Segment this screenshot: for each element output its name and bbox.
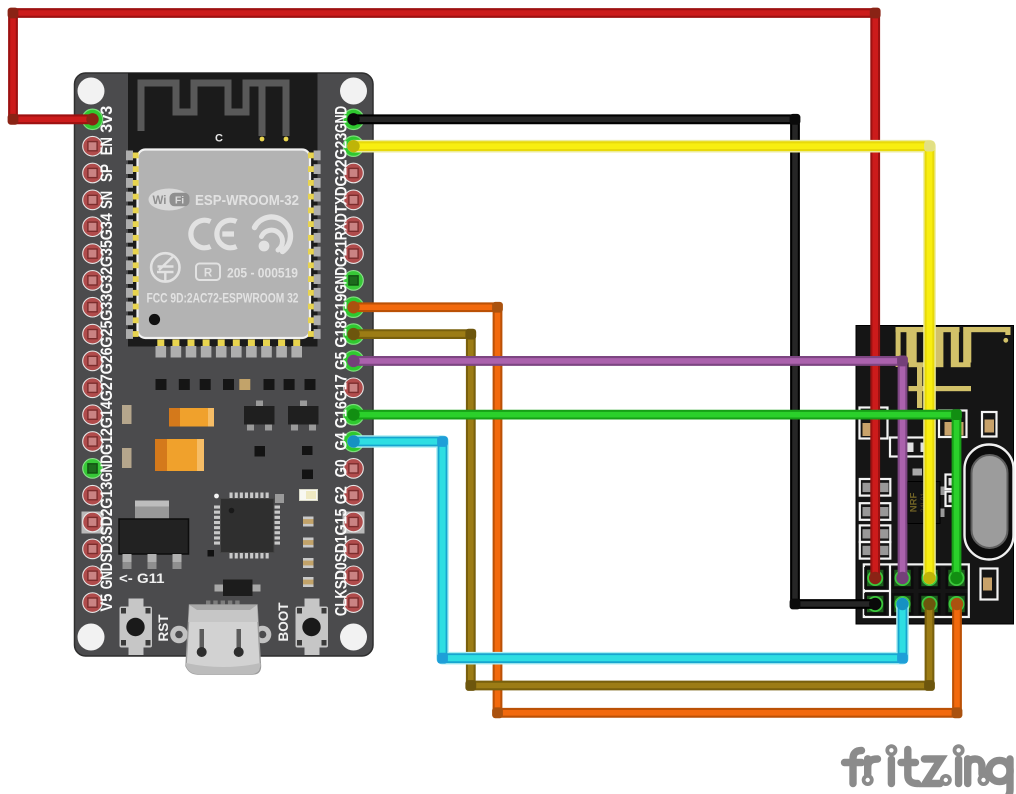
svg-text:SP: SP	[98, 164, 116, 182]
svg-text:G13: G13	[98, 482, 116, 509]
svg-text:G14: G14	[98, 400, 116, 428]
svg-text:V5: V5	[98, 594, 116, 612]
svg-text:205 - 000519: 205 - 000519	[227, 266, 298, 281]
svg-text:Wi: Wi	[153, 195, 167, 207]
svg-text:<- G11: <- G11	[119, 571, 165, 586]
svg-text:SD0: SD0	[333, 562, 351, 589]
svg-text:G2: G2	[333, 486, 351, 504]
svg-text:G32: G32	[98, 267, 116, 294]
svg-text:BOOT: BOOT	[275, 602, 291, 641]
svg-text:GND: GND	[98, 455, 116, 482]
svg-text:RXD: RXD	[333, 213, 351, 240]
svg-text:TXD: TXD	[333, 186, 351, 213]
svg-text:G0: G0	[333, 459, 351, 477]
svg-text:G18: G18	[333, 321, 351, 348]
svg-text:GND: GND	[98, 562, 116, 589]
svg-text:G12: G12	[98, 428, 116, 455]
svg-text:CLK: CLK	[333, 589, 351, 616]
svg-text:R: R	[204, 268, 213, 280]
svg-text:G25: G25	[98, 321, 116, 348]
svg-text:NRF: NRF	[909, 493, 920, 513]
svg-text:C: C	[215, 133, 223, 145]
svg-text:G15: G15	[333, 509, 351, 536]
svg-text:SN: SN	[98, 191, 116, 209]
svg-text:G16: G16	[333, 401, 351, 428]
svg-text:G19: G19	[333, 294, 351, 321]
svg-text:G27: G27	[98, 374, 116, 401]
svg-text:EN: EN	[98, 137, 116, 155]
svg-text:ESP-WROOM-32: ESP-WROOM-32	[195, 193, 299, 209]
svg-text:G35: G35	[98, 240, 116, 267]
svg-text:GND: GND	[333, 267, 351, 294]
svg-text:GND: GND	[333, 106, 351, 133]
svg-text:FCC 9D:2AC72-ESPWROOM 32: FCC 9D:2AC72-ESPWROOM 32	[147, 291, 299, 306]
svg-text:SD3: SD3	[98, 535, 116, 562]
svg-text:SD2: SD2	[98, 509, 116, 536]
svg-text:G22: G22	[333, 160, 351, 187]
svg-text:G26: G26	[98, 347, 116, 374]
svg-text:3v3: 3v3	[98, 106, 116, 133]
svg-text:G33: G33	[98, 294, 116, 321]
svg-text:G34: G34	[98, 212, 116, 240]
svg-text:G23: G23	[333, 133, 351, 160]
svg-text:SD1: SD1	[333, 535, 351, 562]
svg-text:G4: G4	[333, 432, 351, 451]
svg-text:G17: G17	[333, 374, 351, 401]
svg-text:G5: G5	[333, 352, 351, 370]
svg-text:Fi: Fi	[175, 195, 184, 207]
svg-text:RST: RST	[155, 614, 171, 641]
svg-text:G21: G21	[333, 240, 351, 267]
